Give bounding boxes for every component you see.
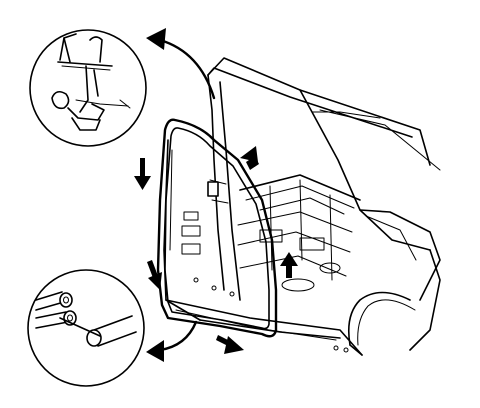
arrow-up-floor [280, 252, 298, 278]
door-weatherstrip [156, 118, 278, 338]
arrow-right-rocker [216, 335, 244, 354]
clip-detail-callout [29, 28, 216, 147]
tube-end-detail-callout [27, 269, 198, 387]
cab-body [163, 57, 441, 356]
arrow-up-a-pillar [240, 146, 259, 170]
arrow-down-lower-left [147, 260, 162, 290]
arrow-down-upper-left [134, 158, 151, 190]
direction-arrows [134, 146, 298, 354]
